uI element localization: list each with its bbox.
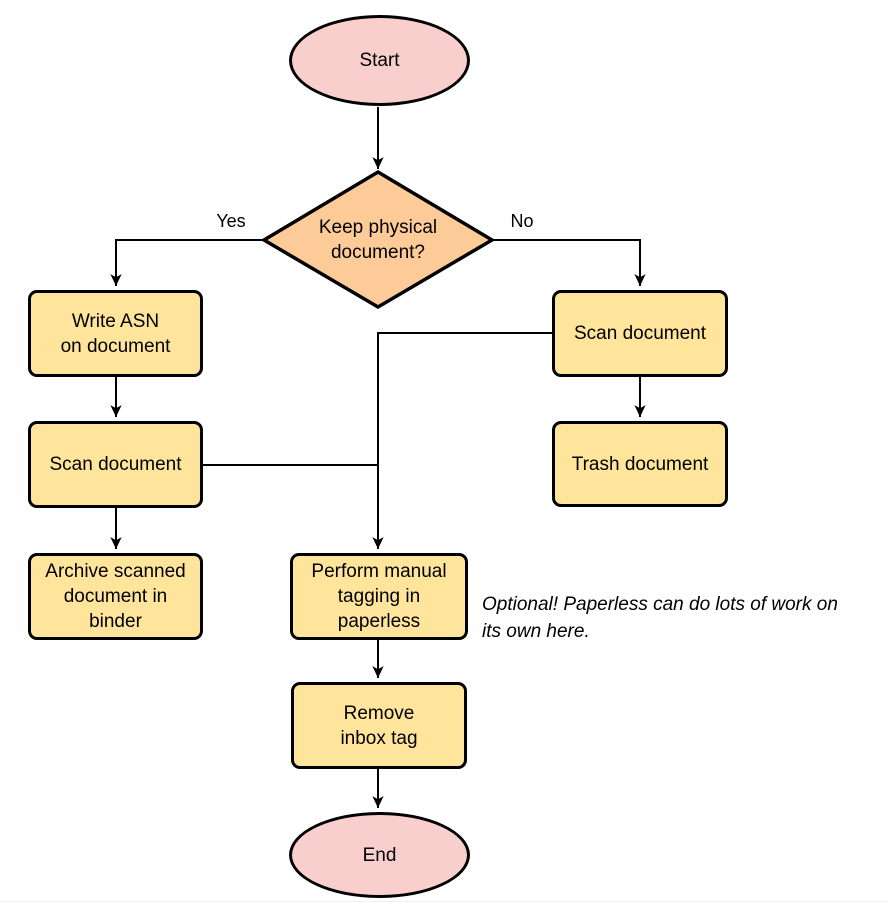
node-archive-scanned-label: Archive scanned document in binder [45, 561, 186, 632]
node-remove-inbox-tag-label: Remove inbox tag [340, 702, 418, 749]
node-scan-document-left-label: Scan document [49, 454, 182, 475]
decision-diamond-shape [260, 169, 496, 310]
node-scan-document-right: Scan document [552, 290, 728, 377]
node-archive-scanned: Archive scanned document in binder [28, 553, 203, 640]
note-optional-paperless: Optional! Paperless can do lots of work … [482, 594, 838, 642]
edge-label-yes: Yes [208, 211, 254, 231]
node-scan-document-right-label: Scan document [573, 323, 707, 344]
node-start: Start [289, 15, 470, 106]
bottom-divider [0, 901, 888, 902]
edge-scan-right-to-tagging [372, 332, 552, 549]
node-manual-tagging-label: Perform manual tagging in paperless [311, 561, 447, 632]
node-decision-label: Keep physical document? [318, 217, 438, 263]
node-write-asn: Write ASN on document [28, 290, 203, 377]
node-write-asn-label: Write ASN on document [60, 310, 171, 357]
node-end-label: End [362, 844, 397, 866]
node-scan-document-left: Scan document [28, 421, 203, 508]
node-remove-inbox-tag: Remove inbox tag [291, 682, 467, 769]
node-start-label: Start [359, 50, 400, 71]
node-manual-tagging: Perform manual tagging in paperless [290, 553, 468, 640]
node-end: End [289, 812, 470, 898]
node-trash-document: Trash document [552, 421, 728, 507]
node-trash-document-label: Trash document [571, 453, 709, 475]
edge-decision-no-to-scan-right [492, 239, 646, 286]
edge-label-no: No [499, 211, 545, 231]
edge-decision-yes-to-write-asn [110, 239, 264, 286]
